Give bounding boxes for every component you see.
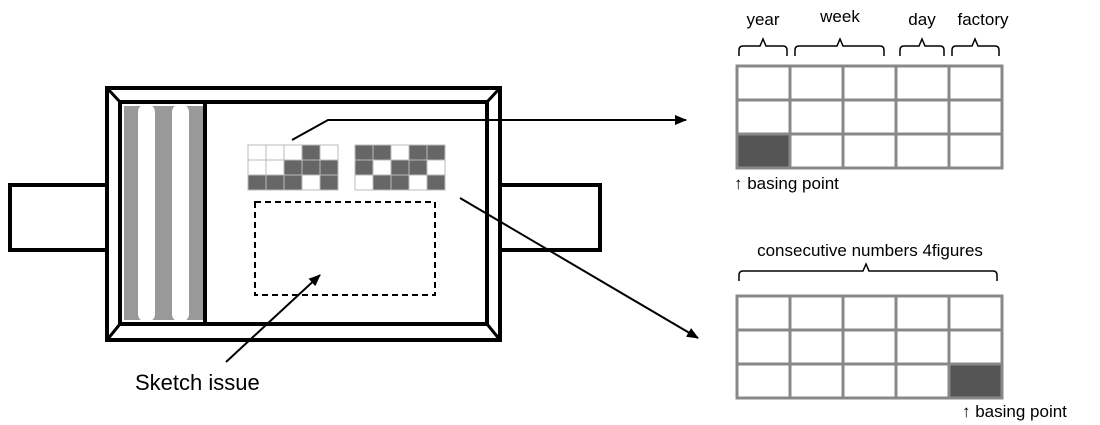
grid-cell — [841, 64, 898, 102]
mini-cell — [283, 159, 303, 176]
mini-cell — [390, 144, 410, 161]
mini-cell — [247, 174, 267, 191]
mini-cell — [390, 174, 410, 191]
grid-cell — [841, 362, 898, 400]
basing-point-label-bottom: ↑ basing point — [962, 402, 1067, 421]
mini-marking-right — [354, 144, 446, 191]
grid-cell — [947, 98, 1004, 136]
mini-cell — [372, 174, 392, 191]
top-grid-brackets — [738, 37, 1000, 56]
bevel-line — [485, 323, 502, 341]
mini-cell — [426, 144, 446, 161]
mini-cell — [283, 144, 303, 161]
mini-cell — [247, 144, 267, 161]
sketch-issue-label: Sketch issue — [135, 370, 260, 395]
cathode-stripe-gap — [138, 104, 155, 322]
cathode-stripe-gap — [172, 104, 189, 322]
mini-cell — [319, 159, 339, 176]
basing-point-label-top: ↑ basing point — [734, 174, 839, 193]
grid-cell — [947, 294, 1004, 332]
bottom-marking-grid — [735, 294, 1004, 400]
grid-cell — [894, 98, 951, 136]
mini-cell — [265, 174, 285, 191]
arrow-to-sketch-area — [225, 274, 321, 363]
mini-cell — [319, 144, 339, 161]
grid-cell — [788, 328, 845, 366]
mini-cell — [390, 159, 410, 176]
grid-cell — [788, 132, 845, 170]
mini-cell — [408, 174, 428, 191]
bracket-day — [899, 37, 945, 56]
grid-cell — [894, 294, 951, 332]
bevel-line — [105, 323, 122, 341]
grid-cell — [735, 328, 792, 366]
bracket-consecutive — [738, 262, 998, 281]
right-lead — [493, 183, 602, 252]
mini-cell — [283, 174, 303, 191]
component — [8, 86, 602, 342]
basing-point-cell — [735, 132, 792, 170]
grid-cell — [841, 328, 898, 366]
grid-cell — [947, 328, 1004, 366]
bracket-factory — [951, 37, 1000, 56]
grid-cell — [841, 294, 898, 332]
grid-cell — [894, 328, 951, 366]
mini-cell — [408, 144, 428, 161]
mini-cell — [354, 159, 374, 176]
label-day: day — [908, 10, 936, 29]
bevel-line — [485, 86, 502, 104]
grid-cell — [788, 64, 845, 102]
bevel-line — [105, 86, 122, 104]
bracket-year — [738, 37, 788, 56]
mini-cell — [426, 174, 446, 191]
sketch-issue-area — [254, 201, 436, 296]
grid-cell — [841, 132, 898, 170]
label-consecutive-numbers: consecutive numbers 4figures — [757, 241, 983, 260]
mini-cell — [319, 174, 339, 191]
label-year: year — [746, 10, 779, 29]
grid-cell — [947, 132, 1004, 170]
grid-cell — [735, 98, 792, 136]
grid-cell — [788, 362, 845, 400]
mini-marking-left — [247, 144, 339, 191]
grid-cell — [735, 362, 792, 400]
grid-cell — [894, 64, 951, 102]
mini-cell — [265, 144, 285, 161]
mini-cell — [301, 144, 321, 161]
mini-cell — [408, 159, 428, 176]
mini-cell — [265, 159, 285, 176]
bracket-week — [794, 37, 885, 56]
grid-cell — [788, 98, 845, 136]
grid-cell — [894, 362, 951, 400]
left-lead — [8, 183, 112, 252]
mini-cell — [301, 159, 321, 176]
arrow-to-bottom-grid — [459, 197, 699, 339]
label-factory: factory — [957, 10, 1009, 29]
mini-cell — [426, 159, 446, 176]
mini-cell — [372, 159, 392, 176]
grid-cell — [894, 132, 951, 170]
arrow-to-top-grid — [291, 115, 687, 141]
grid-cell — [735, 294, 792, 332]
cathode-stripe — [124, 106, 203, 320]
mini-cell — [354, 144, 374, 161]
mini-cell — [354, 174, 374, 191]
grid-cell — [947, 64, 1004, 102]
label-week: week — [819, 7, 860, 26]
grid-cell — [735, 64, 792, 102]
basing-point-cell — [947, 362, 1004, 400]
top-marking-grid — [735, 64, 1004, 170]
mini-cell — [301, 174, 321, 191]
mini-cell — [372, 144, 392, 161]
grid-cell — [841, 98, 898, 136]
grid-cell — [788, 294, 845, 332]
mini-cell — [247, 159, 267, 176]
